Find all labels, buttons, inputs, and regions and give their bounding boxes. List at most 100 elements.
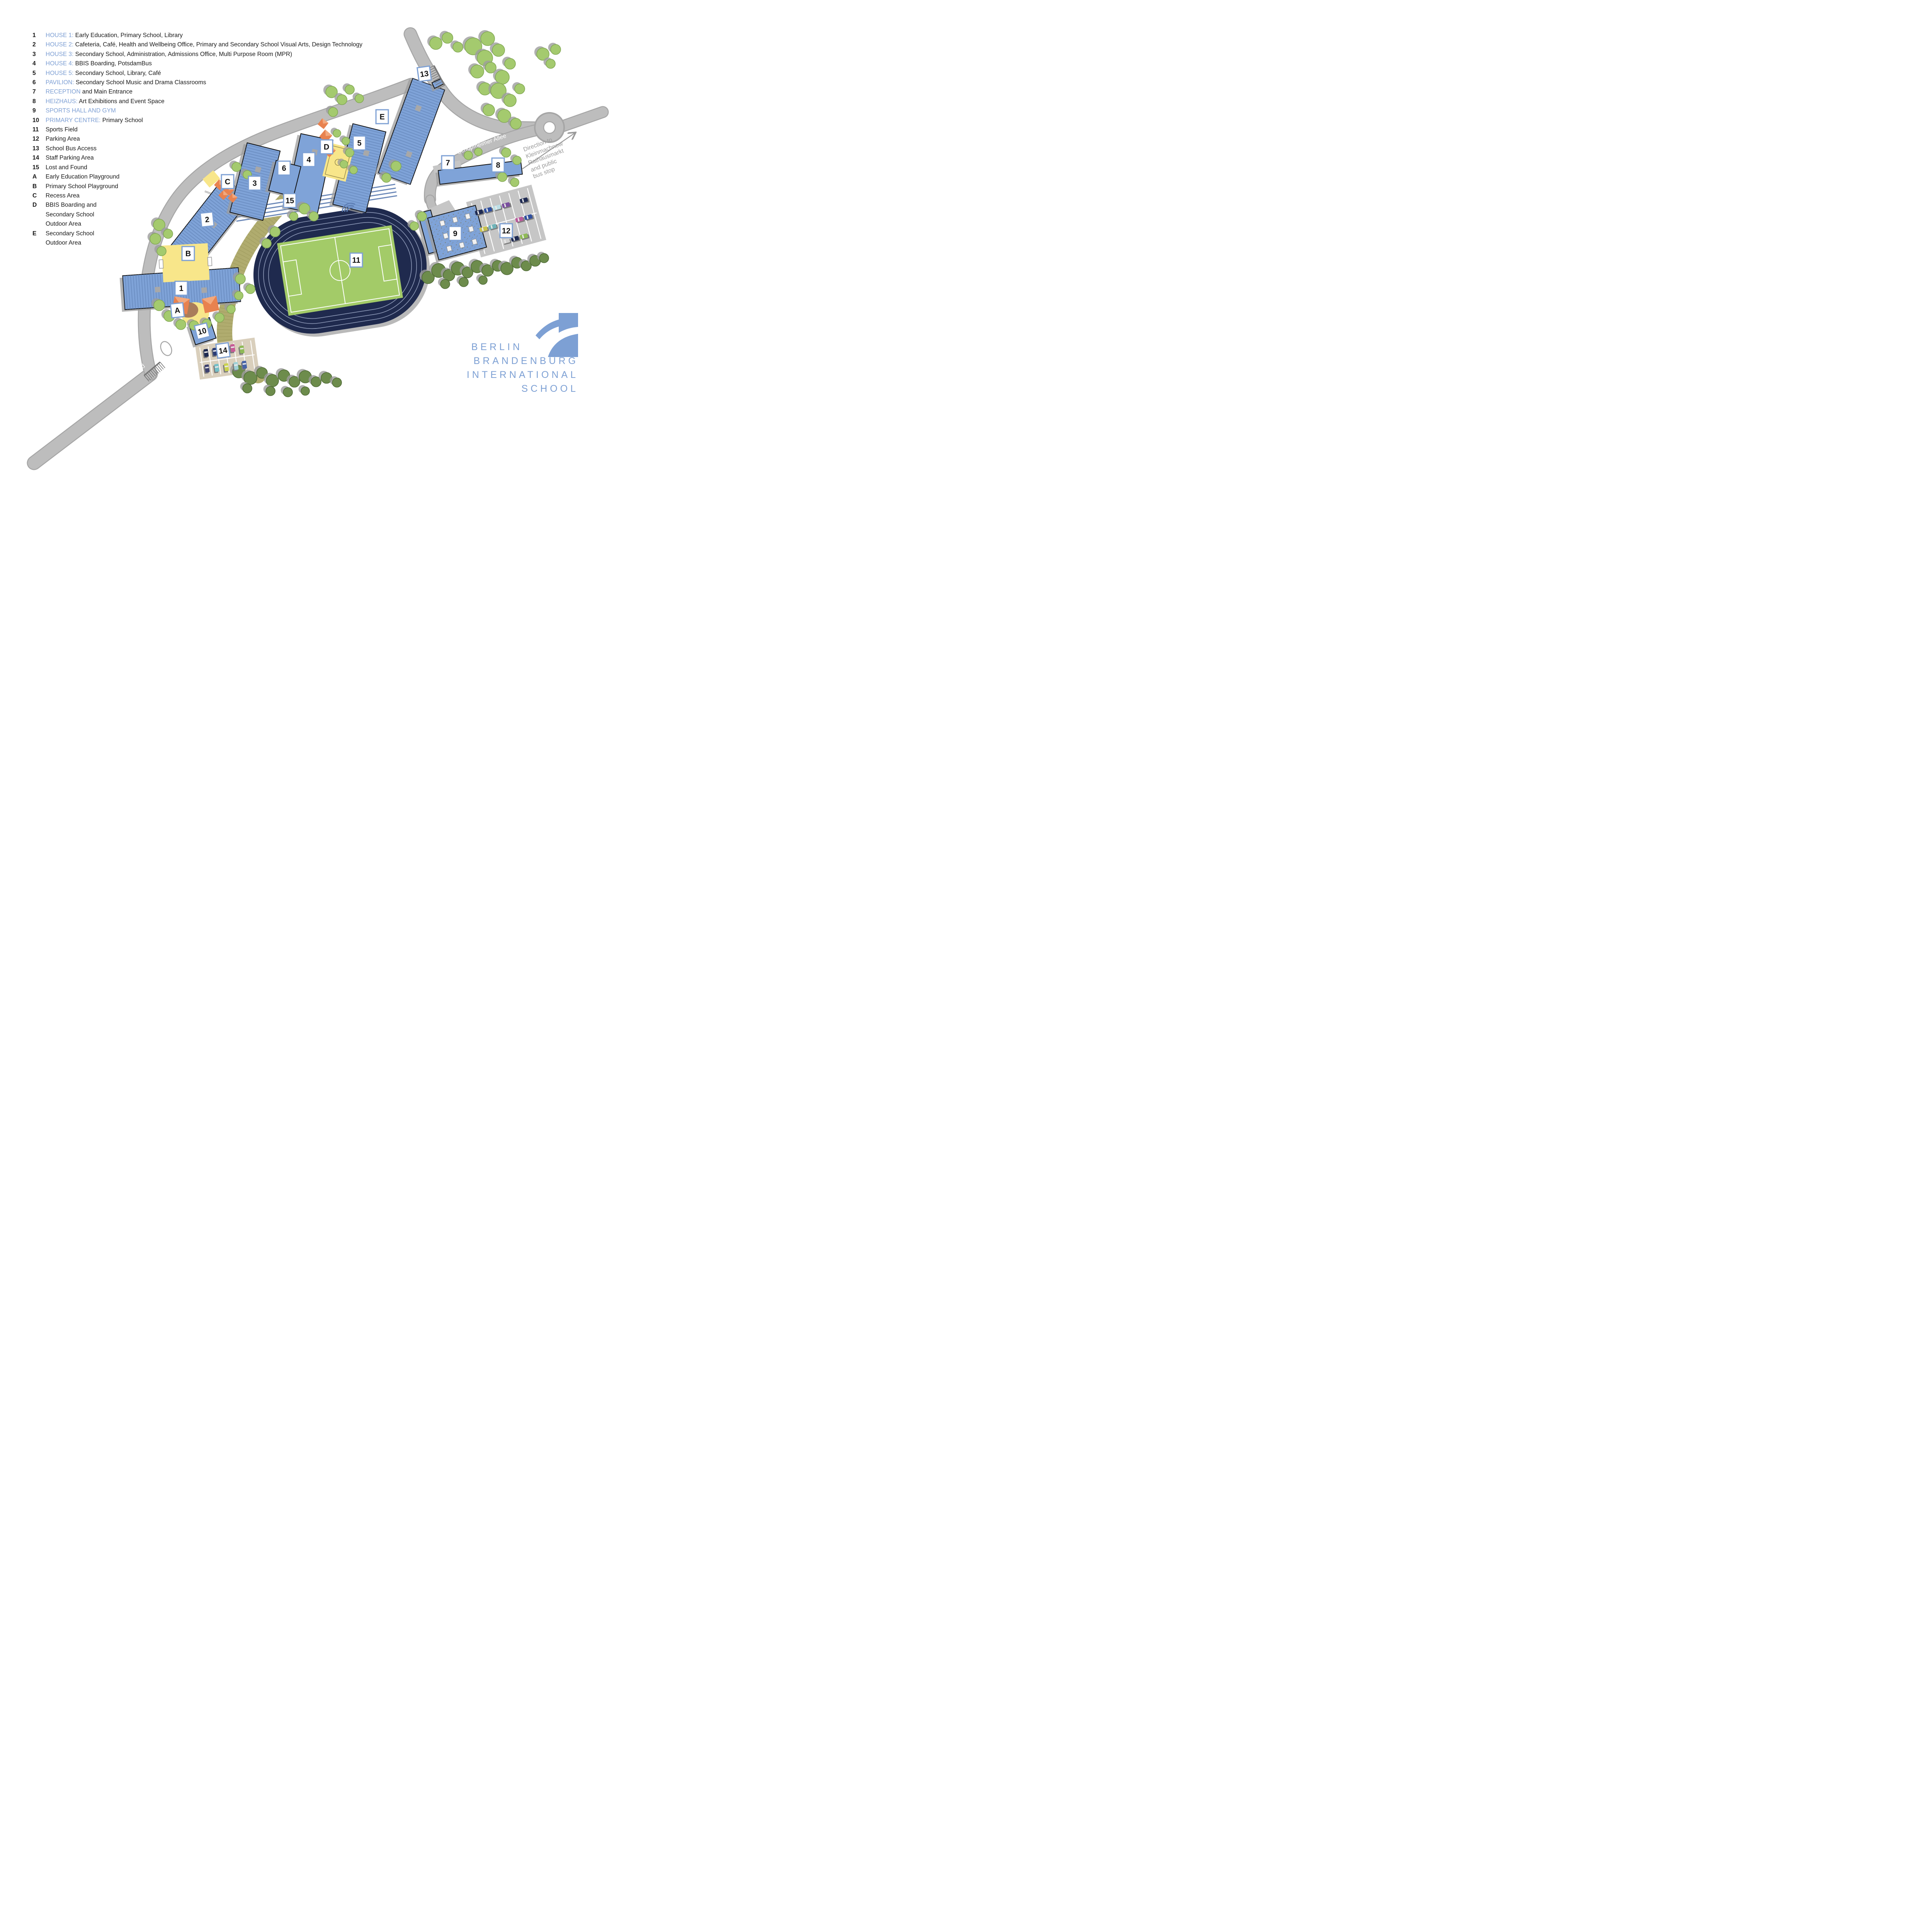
- tree-light: [150, 233, 161, 245]
- tree-dark: [283, 387, 293, 397]
- tree-light: [512, 156, 522, 165]
- parking-14-cars: [202, 344, 247, 374]
- marker-badge: [215, 342, 231, 359]
- legend-key: 15: [32, 164, 39, 171]
- crossing-tick: [147, 373, 153, 379]
- legend-key: C: [32, 192, 37, 199]
- orange-canopy: [218, 190, 228, 200]
- legend-item-E-cont1: Outdoor Area: [32, 238, 362, 248]
- tree-light: [156, 246, 167, 256]
- marker-label: 12: [502, 227, 510, 235]
- car-body: [203, 349, 209, 357]
- crossing-tick: [430, 71, 437, 76]
- legend-key: 7: [32, 88, 36, 95]
- legend-key: 12: [32, 136, 39, 143]
- marker-badge: [491, 157, 505, 173]
- car-body: [524, 214, 532, 220]
- cars-layer: [202, 197, 534, 374]
- car-windshield: [215, 366, 219, 368]
- car-windshield: [481, 227, 484, 231]
- playground-b-field-surface: [161, 243, 210, 282]
- tree-light: [490, 83, 507, 99]
- car-body: [502, 238, 510, 244]
- legend-title: PRIMARY CENTRE:: [46, 117, 101, 124]
- legend-key: 3: [32, 51, 36, 58]
- tree-light: [231, 162, 242, 172]
- car: [213, 364, 219, 373]
- crossing-tick: [156, 364, 162, 371]
- tree-light: [349, 166, 358, 174]
- skylight: [443, 233, 449, 239]
- bbis-bridge-logo-icon: [536, 313, 578, 357]
- car-body: [520, 197, 528, 203]
- bus-access-crossing: [427, 65, 445, 90]
- roof-vent: [363, 150, 370, 156]
- legend-title: HOUSE 5:: [46, 70, 74, 77]
- skylight: [471, 238, 478, 245]
- tree-light: [474, 148, 483, 156]
- car-windshield: [204, 351, 208, 353]
- orange-canopy: [228, 193, 238, 203]
- aisle-line: [200, 354, 255, 363]
- goal-right: [207, 257, 213, 266]
- car: [223, 363, 229, 373]
- crossing-tick: [436, 83, 444, 87]
- tree-light: [337, 94, 347, 105]
- am-hochwald-road: [28, 368, 157, 469]
- tree-light: [175, 319, 186, 330]
- amphitheater-bench: [344, 205, 354, 212]
- car-body: [520, 233, 528, 239]
- car-windshield: [526, 215, 529, 219]
- marker-label: 6: [282, 164, 286, 173]
- car: [520, 197, 529, 204]
- tree-light: [483, 104, 495, 116]
- tree-light: [550, 44, 561, 55]
- legend-key: 6: [32, 79, 36, 86]
- legend-key: [32, 210, 43, 219]
- tree-dark: [243, 371, 257, 385]
- tree-light: [342, 137, 350, 145]
- tree-light: [235, 274, 246, 284]
- legend-text: Outdoor Area: [46, 221, 82, 228]
- tree-light: [417, 211, 427, 221]
- crossing-tick: [158, 363, 164, 370]
- tree-dark: [311, 376, 321, 387]
- legend-text: Staff Parking Area: [46, 155, 94, 162]
- tree-dark: [422, 271, 435, 284]
- legend-text: HOUSE 5: Secondary School, Library, Café: [46, 70, 161, 77]
- marker-B: B: [181, 246, 195, 261]
- marker-badge: [181, 246, 195, 261]
- tree-light: [510, 118, 522, 129]
- tree-dark: [440, 279, 450, 289]
- legend-title: PAVILION:: [46, 79, 74, 86]
- car-body: [242, 361, 247, 369]
- legend-text: HOUSE 2: Cafeteria, Café, Health and Wel…: [46, 41, 362, 48]
- tree-light: [514, 83, 525, 94]
- tree-light: [452, 42, 463, 53]
- crossing-tick: [145, 374, 151, 381]
- skylight: [464, 213, 471, 220]
- car: [241, 361, 247, 370]
- crossing-tick: [153, 367, 159, 374]
- car: [484, 207, 494, 214]
- marker-11: 11: [349, 252, 363, 268]
- car: [203, 364, 210, 374]
- car-windshield: [495, 206, 497, 210]
- car-windshield: [205, 366, 209, 369]
- car-body: [502, 202, 510, 208]
- tree-light: [381, 173, 391, 183]
- car-body: [230, 344, 235, 352]
- crossing-tick: [433, 77, 440, 82]
- marker-label: A: [174, 306, 181, 315]
- car: [238, 345, 245, 355]
- legend-text: SPORTS HALL AND GYM: [46, 106, 116, 116]
- marker-10: 10: [194, 322, 211, 340]
- recess-c-patch-surface: [202, 170, 220, 188]
